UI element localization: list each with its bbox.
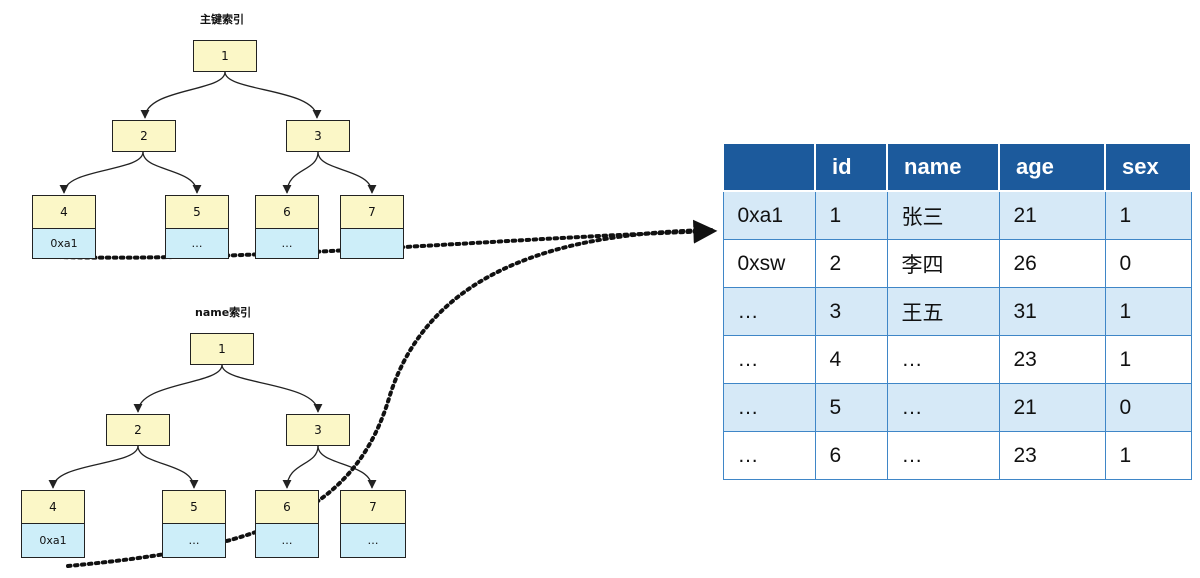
leaf-value: … xyxy=(256,524,318,557)
primary-tree-edges xyxy=(59,71,377,194)
leaf-key: 7 xyxy=(341,491,405,524)
table-cell: 21 xyxy=(998,383,1106,432)
table-cell: 0xsw xyxy=(722,239,816,288)
table-cell: … xyxy=(722,431,816,480)
table-row: … 4 … 23 1 xyxy=(722,335,1192,384)
leaf-value: … xyxy=(341,524,405,557)
table-cell: 23 xyxy=(998,431,1106,480)
table-row: 0xa1 1 张三 21 1 xyxy=(722,190,1192,240)
data-table: id name age sex 0xa1 1 张三 21 1 0xsw 2 李四… xyxy=(722,142,1192,480)
leaf-key: 4 xyxy=(22,491,84,524)
table-cell: … xyxy=(722,335,816,384)
table-cell: 张三 xyxy=(886,190,1000,240)
primary-leaf-6: 6 … xyxy=(255,195,319,259)
table-cell: 0 xyxy=(1104,383,1192,432)
leaf-key: 5 xyxy=(166,196,228,229)
leaf-key: 6 xyxy=(256,196,318,229)
leaf-value: 0xa1 xyxy=(33,229,95,258)
header-cell-address xyxy=(722,142,816,192)
table-cell: … xyxy=(886,383,1000,432)
leaf-value xyxy=(341,229,403,258)
table-cell: 21 xyxy=(998,190,1106,240)
table-cell: 1 xyxy=(1104,190,1192,240)
leaf-key: 4 xyxy=(33,196,95,229)
table-cell: 1 xyxy=(1104,431,1192,480)
table-row: … 5 … 21 0 xyxy=(722,383,1192,432)
table-cell: 5 xyxy=(814,383,888,432)
table-cell: … xyxy=(886,431,1000,480)
leaf-value: 0xa1 xyxy=(22,524,84,557)
primary-root-node: 1 xyxy=(193,40,257,72)
table-row: … 6 … 23 1 xyxy=(722,431,1192,480)
table-cell: 2 xyxy=(814,239,888,288)
leaf-value: … xyxy=(166,229,228,258)
table-header-row: id name age sex xyxy=(722,142,1192,192)
primary-leaf-7: 7 xyxy=(340,195,404,259)
table-cell: … xyxy=(722,383,816,432)
header-cell-id: id xyxy=(814,142,888,192)
name-node-3: 3 xyxy=(286,414,350,446)
table-cell: 4 xyxy=(814,335,888,384)
table-cell: 23 xyxy=(998,335,1106,384)
name-leaf-4: 4 0xa1 xyxy=(21,490,85,558)
table-cell: … xyxy=(886,335,1000,384)
primary-leaf-5: 5 … xyxy=(165,195,229,259)
primary-node-3: 3 xyxy=(286,120,350,152)
table-cell: 李四 xyxy=(886,239,1000,288)
leaf-key: 5 xyxy=(163,491,225,524)
leaf-key: 6 xyxy=(256,491,318,524)
header-cell-age: age xyxy=(998,142,1106,192)
name-leaf-7: 7 … xyxy=(340,490,406,558)
header-cell-sex: sex xyxy=(1104,142,1192,192)
name-root-node: 1 xyxy=(190,333,254,365)
leaf-value: … xyxy=(256,229,318,258)
table-row: … 3 王五 31 1 xyxy=(722,287,1192,336)
name-leaf-5: 5 … xyxy=(162,490,226,558)
primary-index-title: 主键索引 xyxy=(200,13,244,26)
leaf-value: … xyxy=(163,524,225,557)
table-cell: 3 xyxy=(814,287,888,336)
table-cell: 26 xyxy=(998,239,1106,288)
table-cell: 王五 xyxy=(886,287,1000,336)
table-cell: 6 xyxy=(814,431,888,480)
primary-leaf-4: 4 0xa1 xyxy=(32,195,96,259)
table-cell: … xyxy=(722,287,816,336)
name-tree-edges xyxy=(48,364,377,489)
name-node-2: 2 xyxy=(106,414,170,446)
table-cell: 0 xyxy=(1104,239,1192,288)
leaf-key: 7 xyxy=(341,196,403,229)
header-cell-name: name xyxy=(886,142,1000,192)
primary-node-2: 2 xyxy=(112,120,176,152)
table-cell: 1 xyxy=(1104,287,1192,336)
name-index-title: name索引 xyxy=(195,306,252,319)
table-cell: 31 xyxy=(998,287,1106,336)
table-cell: 1 xyxy=(1104,335,1192,384)
name-leaf-6: 6 … xyxy=(255,490,319,558)
table-cell: 1 xyxy=(814,190,888,240)
table-row: 0xsw 2 李四 26 0 xyxy=(722,239,1192,288)
table-cell: 0xa1 xyxy=(722,190,816,240)
